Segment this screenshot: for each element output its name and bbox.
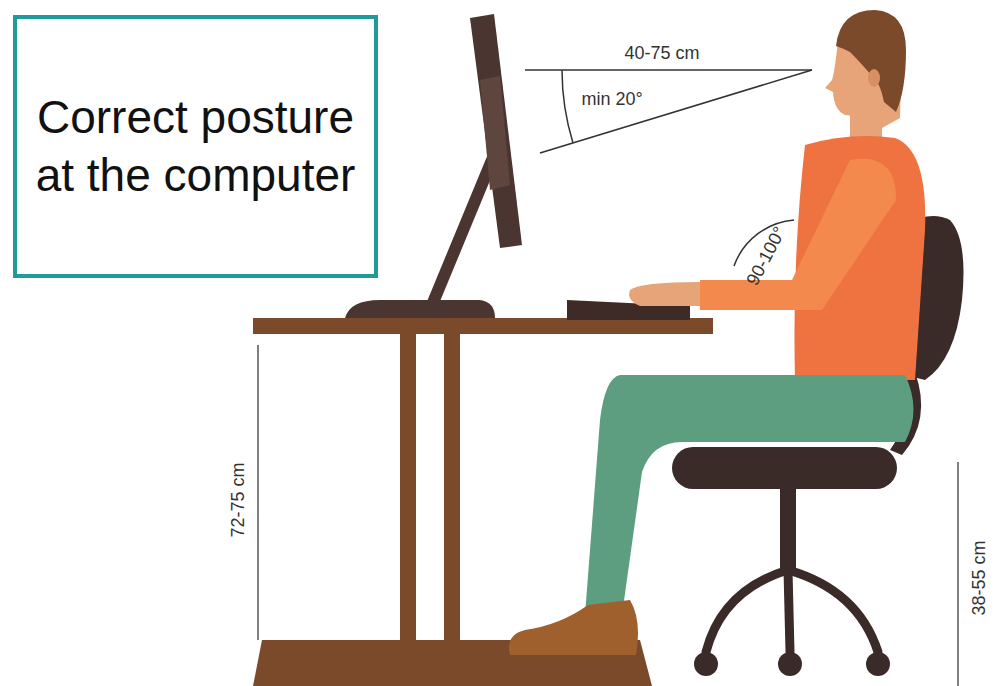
desk-top <box>253 318 713 334</box>
title-text: Correct posture at the computer <box>17 79 374 214</box>
legs <box>585 375 914 615</box>
chair-leg <box>706 570 788 652</box>
angle-arc <box>562 70 573 143</box>
hand <box>629 282 700 306</box>
dimension-label: min 20° <box>581 90 642 108</box>
ear <box>868 69 880 87</box>
chair-leg <box>788 570 878 652</box>
dimension-line <box>257 345 259 640</box>
dimension-label: 72-75 cm <box>229 462 247 537</box>
desk-leg <box>400 334 416 642</box>
arm <box>700 159 896 310</box>
desk-leg <box>444 334 460 642</box>
monitor-screen <box>470 14 522 248</box>
chair-wheel <box>778 652 802 676</box>
chair-leg <box>788 570 790 652</box>
chair-wheel <box>694 652 718 676</box>
dimension-label: 40-75 cm <box>624 44 699 62</box>
hair <box>836 10 906 112</box>
shoe <box>509 600 638 655</box>
title-box: Correct posture at the computer <box>13 15 378 278</box>
dimension-label: 38-55 cm <box>970 540 988 615</box>
chair-wheel <box>866 652 890 676</box>
chair-seat <box>672 447 897 489</box>
dimension-label: 90-100° <box>743 224 789 288</box>
monitor-back <box>480 76 510 190</box>
chair-stem <box>780 488 796 572</box>
sight-line <box>540 70 812 153</box>
monitor-stand <box>432 160 492 305</box>
sight-line <box>525 69 812 71</box>
monitor-base <box>345 300 495 318</box>
dimension-line <box>957 462 959 686</box>
